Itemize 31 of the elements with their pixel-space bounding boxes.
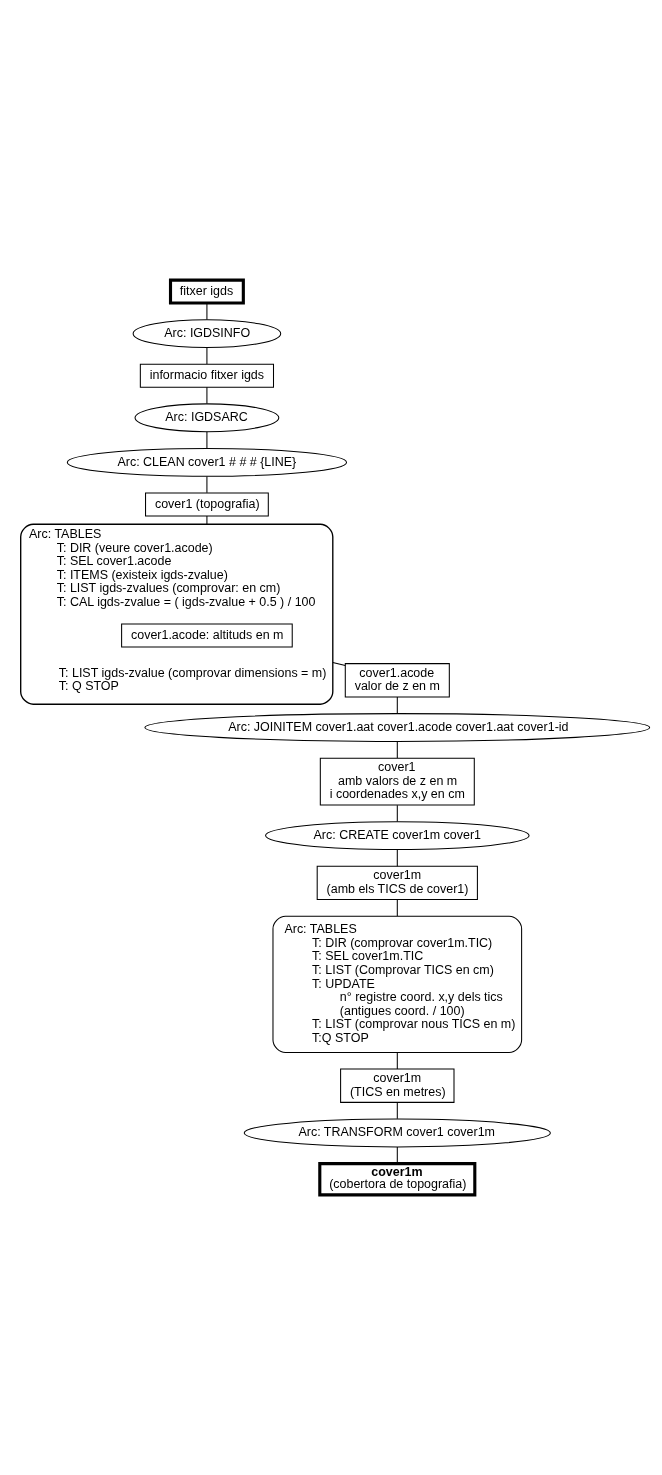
- node-ellipse: Arc: CREATE cover1m cover1: [265, 821, 530, 851]
- node-box: cover1m (amb els TICS de cover1): [316, 865, 478, 901]
- node-ellipse: Arc: IGDSINFO: [132, 319, 282, 349]
- node-box: fitxer igds: [168, 278, 245, 305]
- node-box: informacio fitxer igds: [139, 363, 274, 388]
- connector: [206, 515, 208, 525]
- node-box: cover1m (cobertora de topografia): [318, 1162, 477, 1197]
- connector: [206, 431, 208, 449]
- connector: [206, 302, 208, 320]
- connector: [206, 476, 208, 494]
- node-box: cover1m (TICS en metres): [340, 1068, 455, 1103]
- connector: [396, 696, 398, 714]
- connector: [332, 661, 346, 666]
- node-box: cover1.acode: altituds en m: [121, 623, 293, 648]
- node-box: cover1 amb valors de z en m i coordenades x,y en cm: [319, 757, 475, 806]
- connector: [206, 386, 208, 405]
- node-ellipse: Arc: JOINITEM cover1.aat cover1.acode cover1.aat cover1-id: [144, 713, 651, 742]
- node-box: cover1.acode valor de z en m: [344, 663, 450, 698]
- connector: [396, 849, 398, 867]
- node-ellipse: Arc: CLEAN cover1 # # # {LINE}: [66, 447, 348, 477]
- connector: [396, 899, 398, 917]
- node-box: cover1 (topografia): [145, 492, 269, 517]
- connector: [396, 804, 398, 823]
- connector: [396, 741, 398, 759]
- connector: [396, 1052, 398, 1070]
- node-ellipse: Arc: TRANSFORM cover1 cover1m: [243, 1118, 551, 1148]
- connector: [396, 1102, 398, 1120]
- connector: [206, 347, 208, 365]
- connector: [396, 1146, 398, 1165]
- node-box: Arc: TABLES T: DIR (comprovar cover1m.TIC) T: SEL cover1m.TIC T: LIST (Comprovar TICS en cm) T: UPDATE n° registre coord. x,y dels tics (antigues coord. / 100) T: LIST (comprovar nous TICS en m) T:Q STOP: [272, 915, 523, 1053]
- node-ellipse: Arc: IGDSARC: [134, 403, 280, 433]
